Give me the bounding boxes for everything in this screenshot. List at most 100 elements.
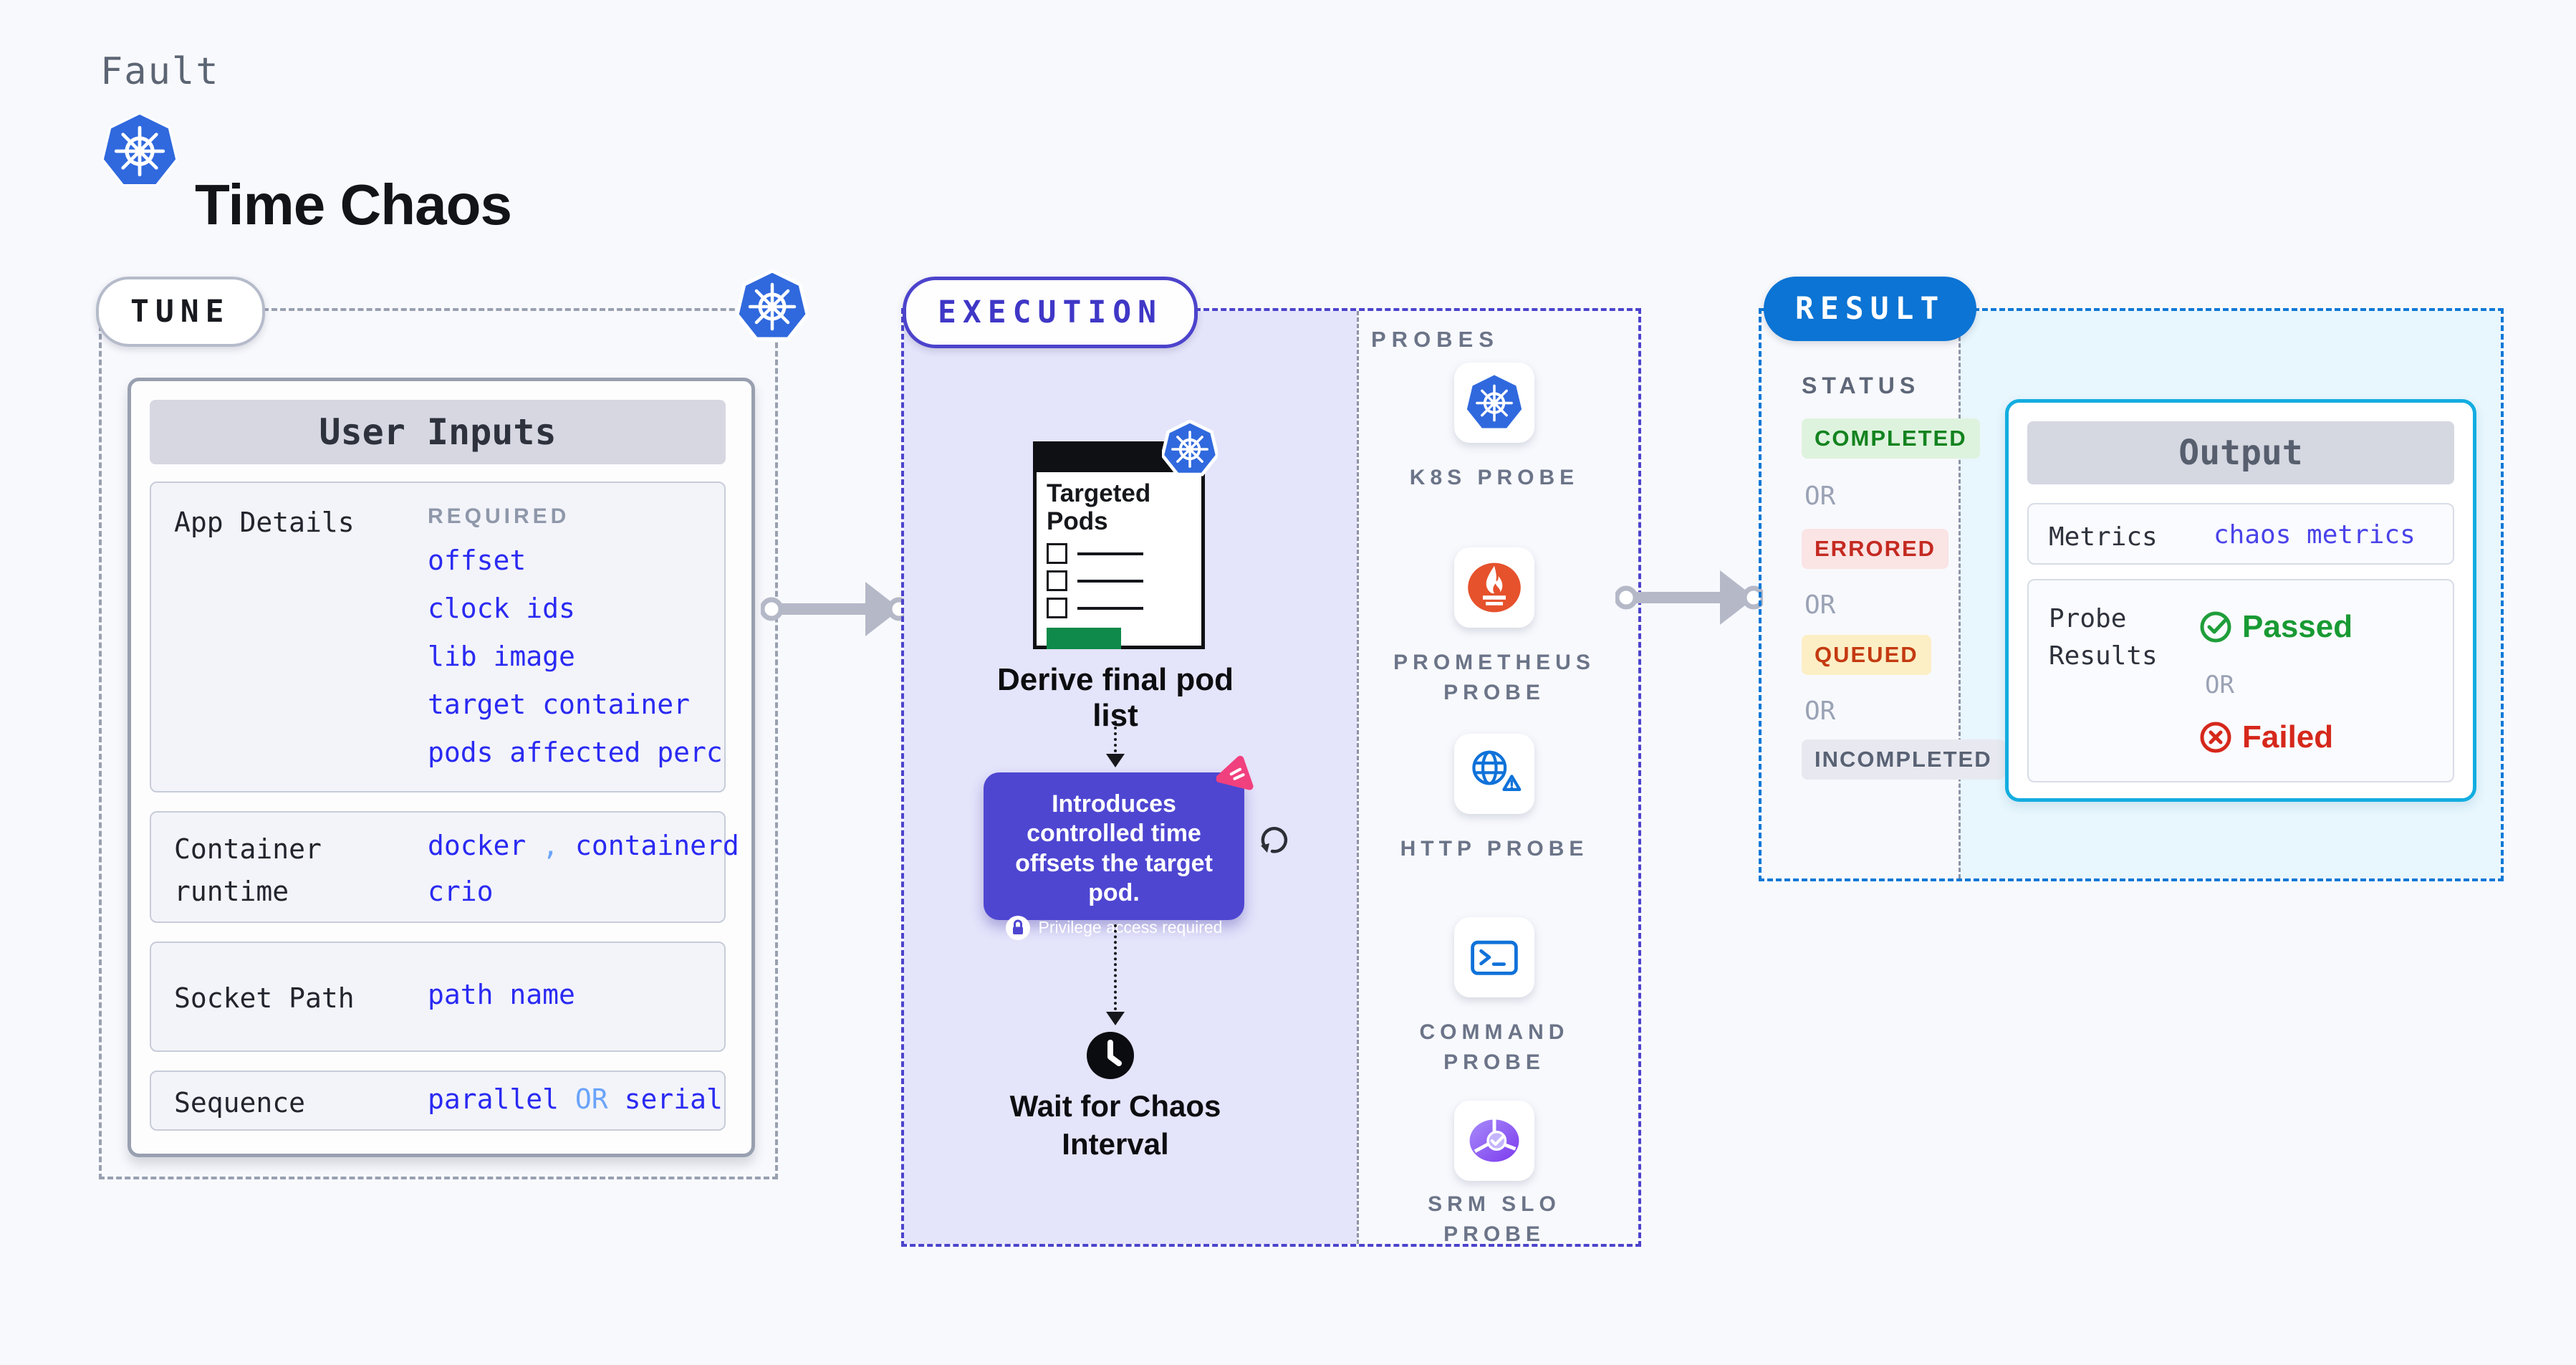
value-crio: crio <box>428 876 494 907</box>
status-badge-incompleted: INCOMPLETED <box>1802 739 2005 780</box>
progress-bar <box>1047 628 1121 650</box>
probe-card <box>1454 363 1534 443</box>
slo-pie-check-icon <box>1469 1119 1519 1162</box>
passed-result: Passed <box>2199 609 2352 645</box>
app-details-row: App Details REQUIRED offset clock ids li… <box>150 482 726 792</box>
arrow-down-icon <box>1106 1012 1125 1025</box>
targeted-pods-card: Targeted Pods <box>1033 441 1205 650</box>
failed-result: Failed <box>2199 719 2333 755</box>
output-card: Output Metrics chaos metrics Probe Resul… <box>2005 399 2476 802</box>
page-title: Time Chaos <box>195 173 512 236</box>
execution-section: PROBES Targeted Pods Derive final pod li… <box>901 308 1641 1247</box>
or-label: OR <box>1804 696 1836 726</box>
probe-card <box>1454 547 1534 628</box>
probe-results-row: Probe Results Passed OR Failed <box>2027 579 2454 782</box>
fault-eyebrow: Fault <box>100 50 220 93</box>
app-details-label: App Details <box>174 507 355 538</box>
checkbox-icon <box>1047 598 1067 619</box>
refresh-icon <box>1261 827 1288 853</box>
value-serial: serial <box>624 1083 723 1115</box>
status-badge-errored: ERRORED <box>1802 529 1949 569</box>
probe-card <box>1454 917 1534 997</box>
tune-section <box>99 308 778 1179</box>
litmus-pink-icon <box>1216 755 1254 790</box>
socket-path-label: Socket Path <box>174 982 355 1014</box>
output-title: Output <box>2027 421 2454 484</box>
value-sequence-options: parallel OR serial <box>428 1083 723 1115</box>
value-path-name: path name <box>428 979 575 1010</box>
container-runtime-row: Container runtime docker , containerd cr… <box>150 811 739 923</box>
clock-icon <box>1087 1032 1134 1079</box>
probe-label: K8S PROBE <box>1409 466 1580 489</box>
probe-label: PROMETHEUS PROBE <box>1393 651 1595 704</box>
probes-divider <box>1357 311 1359 1244</box>
globe-warning-icon <box>1472 750 1522 791</box>
probe-card <box>1454 734 1534 814</box>
kubernetes-icon <box>736 269 808 341</box>
probe-results-label: Probe Results <box>2049 604 2158 671</box>
targeted-pods-title: Targeted Pods <box>1047 479 1151 536</box>
probe-label: HTTP PROBE <box>1400 837 1589 861</box>
value-separator: , <box>542 830 559 861</box>
execution-badge: EXECUTION <box>903 277 1198 348</box>
status-badge-queued: QUEUED <box>1802 635 1931 675</box>
value-or: OR <box>575 1083 608 1115</box>
or-label: OR <box>1804 482 1836 511</box>
arrow-tune-to-execution <box>761 582 908 636</box>
list-line <box>1077 552 1143 555</box>
x-circle-icon <box>2200 722 2231 753</box>
status-divider <box>1959 311 1961 878</box>
check-circle-icon <box>2200 611 2231 643</box>
metrics-value: chaos metrics <box>2214 520 2416 550</box>
status-title: STATUS <box>1802 373 1921 398</box>
value-clock-ids: clock ids <box>428 593 575 624</box>
value-lib-image: lib image <box>428 641 575 672</box>
metrics-label: Metrics <box>2049 522 2158 552</box>
or-label: OR <box>1804 590 1836 620</box>
value-parallel: parallel <box>428 1083 559 1115</box>
sequence-row: Sequence parallel OR serial <box>150 1071 726 1131</box>
result-badge: RESULT <box>1764 277 1977 341</box>
value-docker: docker <box>428 830 527 861</box>
pod-list-item <box>1047 543 1201 565</box>
pod-list-item <box>1047 598 1201 619</box>
flow-line <box>1114 709 1117 752</box>
required-tag: REQUIRED <box>428 504 570 528</box>
probe-card <box>1454 1101 1534 1181</box>
value-offset: offset <box>428 545 527 576</box>
terminal-icon <box>1471 940 1518 975</box>
probe-label: COMMAND PROBE <box>1419 1020 1570 1074</box>
or-label: OR <box>2205 671 2234 699</box>
arrow-down-icon <box>1106 754 1125 767</box>
probes-title: PROBES <box>1371 327 1499 352</box>
tooltip-note: Privilege access required <box>984 915 1244 940</box>
value-runtime-options: docker , containerd <box>428 830 739 861</box>
probe-label: SRM SLO PROBE <box>1428 1192 1561 1246</box>
metrics-row: Metrics chaos metrics <box>2027 503 2454 565</box>
tune-badge: TUNE <box>96 277 265 347</box>
kubernetes-icon <box>102 112 178 187</box>
container-runtime-label: Container runtime <box>174 833 322 907</box>
list-line <box>1077 579 1143 583</box>
pod-list-item <box>1047 570 1201 592</box>
passed-label: Passed <box>2242 609 2353 644</box>
value-pods-affected-perc: pods affected perc <box>428 737 723 768</box>
user-inputs-card: User Inputs App Details REQUIRED offset … <box>128 378 755 1157</box>
user-inputs-title: User Inputs <box>150 400 726 464</box>
sequence-label: Sequence <box>174 1087 306 1119</box>
socket-path-row: Socket Path path name <box>150 942 726 1052</box>
arrow-execution-to-result <box>1615 570 1763 625</box>
checkbox-icon <box>1047 543 1067 565</box>
list-line <box>1077 606 1143 610</box>
fault-tooltip: Introduces controlled time offsets the t… <box>984 772 1244 940</box>
failed-label: Failed <box>2242 719 2334 755</box>
status-badge-completed: COMPLETED <box>1802 418 1980 459</box>
value-target-container: target container <box>428 689 691 720</box>
tooltip-note-text: Privilege access required <box>1038 918 1223 937</box>
checkbox-icon <box>1047 570 1067 592</box>
flow-line <box>1114 924 1117 1010</box>
wait-chaos-interval-label: Wait for Chaos Interval <box>1009 1089 1221 1161</box>
prometheus-icon <box>1468 562 1521 613</box>
lock-icon <box>1005 915 1030 940</box>
